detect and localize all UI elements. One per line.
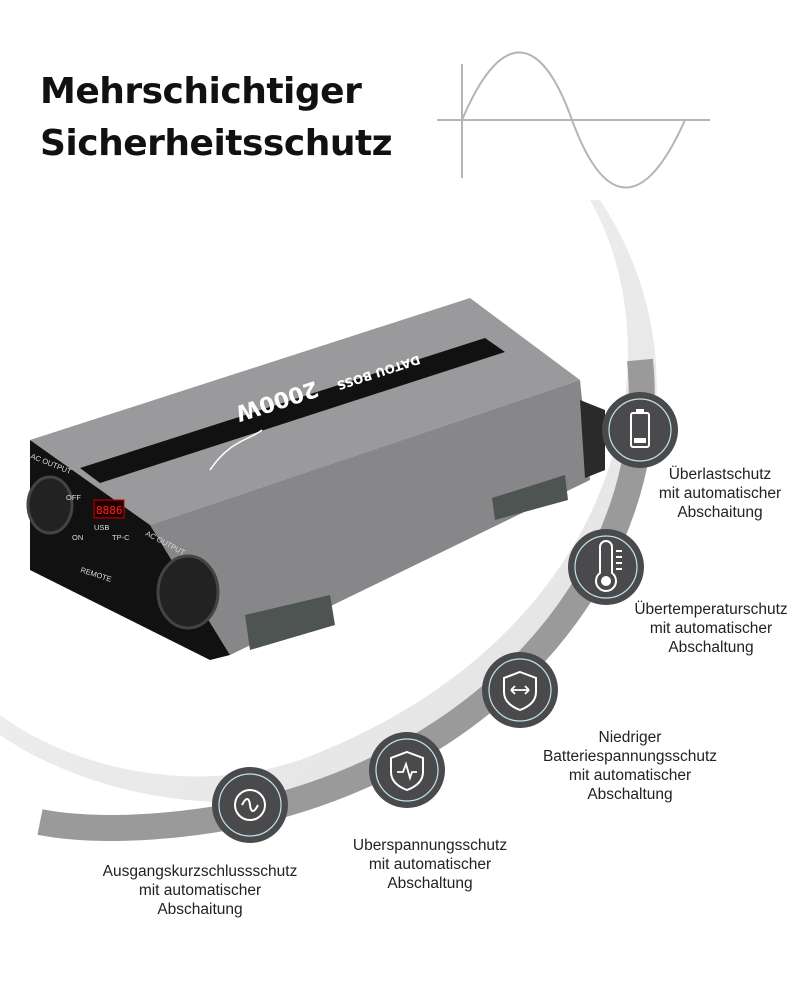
page-title: Mehrschichtiger Sicherheitsschutz [40,66,393,170]
inverter-product-image [26,298,605,660]
title-line-1: Mehrschichtiger [40,71,362,112]
feature-line: mit automatischer [649,620,773,637]
feature-label-short-circuit: Ausgangskurzschlussschutz mit automatisch… [90,862,310,919]
feature-line: Uberspannungsschutz [352,837,508,854]
battery-icon [602,392,678,468]
port-label-usb: USB [94,523,109,532]
feature-line: Abschaltung [668,639,754,656]
feature-line: Übertemperaturschutz [634,601,788,618]
display-value: 8886 [96,504,123,517]
feature-line: Abschaitung [157,901,243,918]
feature-line: mit automatischer [568,767,692,784]
feature-line: Abschaltung [387,875,473,892]
thermometer-icon [568,529,644,605]
decorative-arc-light [0,200,657,802]
feature-line: Abschaltung [587,786,673,803]
feature-line: Überlastschutz [668,466,772,483]
port-label-off: OFF [66,493,81,502]
feature-line: Abschaitung [677,504,763,521]
feature-line: mit automatischer [368,856,492,873]
shield-arrows-icon [482,652,558,728]
shield-surge-icon [369,732,445,808]
feature-line: mit automatischer [138,882,262,899]
port-label-tp-c: TP-C [112,533,130,542]
ac-wave-icon [212,767,288,843]
feature-line: Batteriespannungsschutz [542,748,718,765]
feature-line: Niedriger [598,729,662,746]
port-label-on: ON [72,533,83,542]
feature-line: Ausgangskurzschlussschutz [102,863,298,880]
title-line-2: Sicherheitsschutz [40,123,393,164]
sine-wave-icon [437,51,710,189]
feature-line: mit automatischer [658,485,782,502]
